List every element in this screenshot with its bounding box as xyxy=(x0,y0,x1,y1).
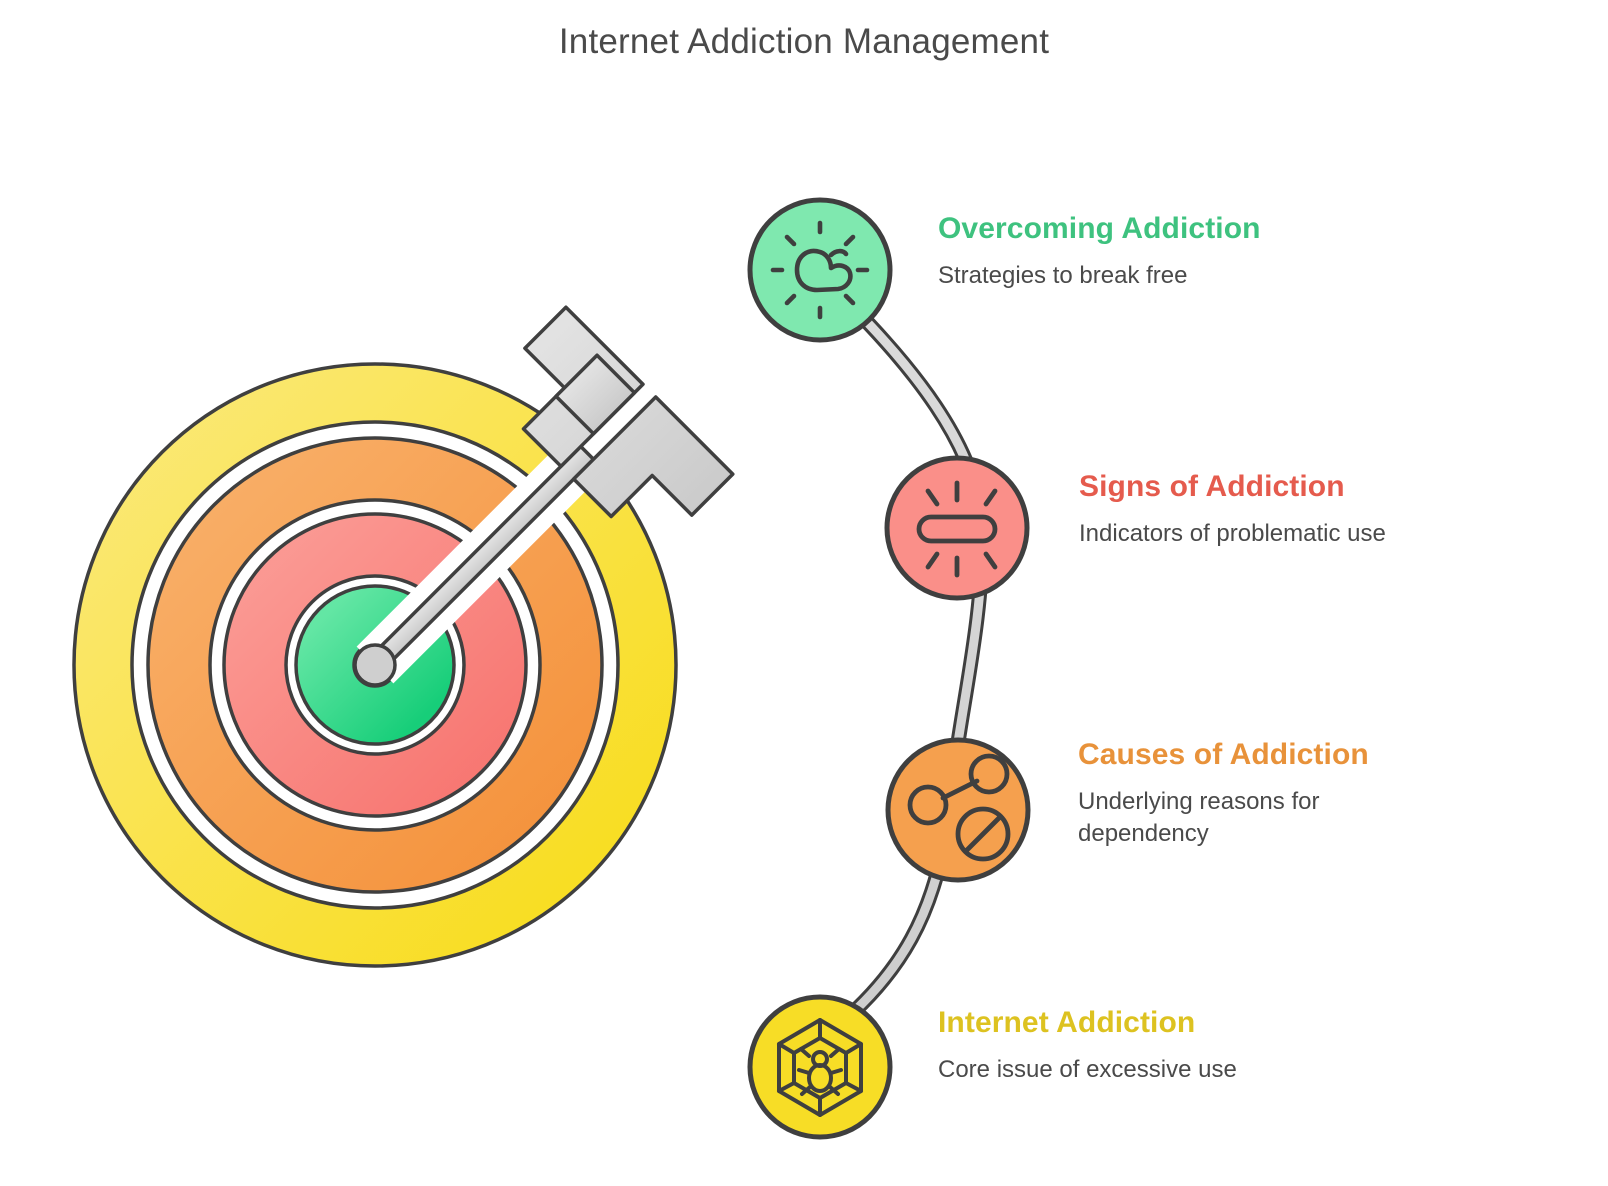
list-item-overcoming-addiction: Overcoming Addiction Strategies to break… xyxy=(938,212,1261,292)
target-ring-third xyxy=(224,514,526,816)
spider-web-icon xyxy=(777,1018,863,1117)
arrow-fletching-inner xyxy=(554,353,637,436)
node-causes-of-addiction[interactable] xyxy=(885,737,1031,883)
arrow xyxy=(353,305,735,687)
target-ring-bullseye xyxy=(296,586,454,744)
item-subtitle: Strategies to break free xyxy=(938,262,1188,289)
node-signs-of-addiction[interactable] xyxy=(884,455,1030,601)
item-heading: Internet Addiction xyxy=(938,1006,1196,1039)
arrow-tip-point xyxy=(353,643,397,687)
share-network-block-icon xyxy=(907,753,1011,862)
item-heading: Signs of Addiction xyxy=(1079,470,1345,503)
curved-connector-ribbon xyxy=(812,267,990,1048)
list-item-internet-addiction: Internet Addiction Core issue of excessi… xyxy=(938,1006,1237,1086)
bullseye-target-graphic xyxy=(40,280,830,1010)
target-rings xyxy=(72,362,678,968)
node-internet-addiction[interactable] xyxy=(747,994,893,1140)
item-subtitle: Underlying reasons for dependency xyxy=(1078,788,1320,847)
item-subtitle: Core issue of excessive use xyxy=(938,1056,1237,1083)
target-ring-outer xyxy=(74,364,676,966)
target-svg xyxy=(72,305,735,968)
alert-pill-icon xyxy=(916,480,998,578)
list-item-causes-of-addiction: Causes of Addiction Underlying reasons f… xyxy=(1078,738,1378,849)
flow-diagram xyxy=(747,197,1031,1140)
item-heading: Overcoming Addiction xyxy=(938,212,1261,245)
node-circle-green[interactable] xyxy=(747,197,893,343)
dove-freedom-icon xyxy=(770,220,870,320)
item-subtitle: Indicators of problematic use xyxy=(1079,520,1386,547)
target-ring-second xyxy=(148,438,602,892)
node-overcoming-addiction[interactable] xyxy=(747,197,893,343)
list-item-signs-of-addiction: Signs of Addiction Indicators of problem… xyxy=(1079,470,1386,550)
page-title: Internet Addiction Management xyxy=(558,22,1050,61)
node-circle-orange[interactable] xyxy=(885,737,1031,883)
arrow-fletching xyxy=(521,305,735,519)
item-heading: Causes of Addiction xyxy=(1078,738,1369,771)
